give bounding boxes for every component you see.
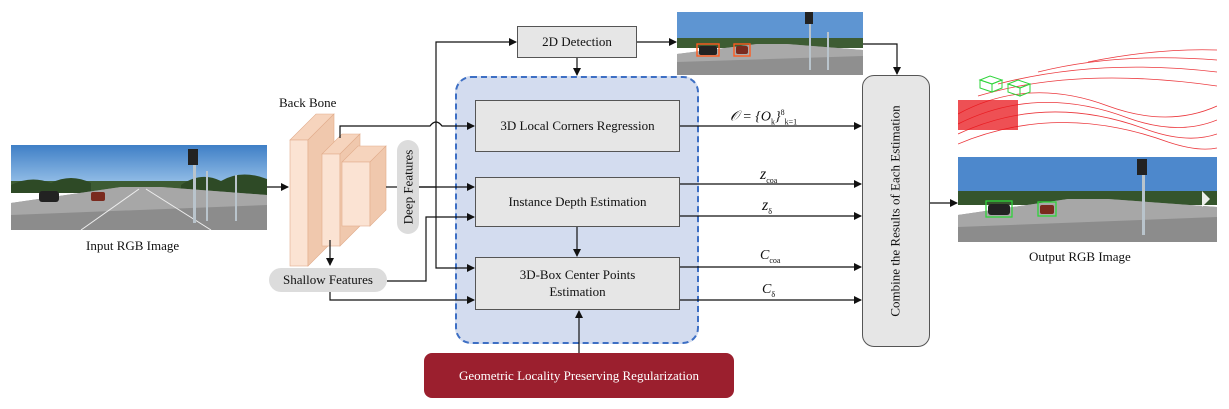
c-coa-label: Ccoa xyxy=(760,248,781,265)
backbone-label: Back Bone xyxy=(279,95,337,110)
backbone-layers xyxy=(289,113,387,267)
center-points-line1: 3D-Box Center Points xyxy=(519,267,636,283)
center-points-box: 3D-Box Center Points Estimation xyxy=(475,257,680,310)
arrow-deep-to-corners xyxy=(339,121,475,138)
shallow-features-pill: Shallow Features xyxy=(269,268,387,292)
detection-road-scene xyxy=(677,12,863,75)
output-image-label: Output RGB Image xyxy=(1029,249,1131,264)
input-image-label: Input RGB Image xyxy=(86,238,180,253)
z-coa-label: zcoa xyxy=(760,166,778,185)
input-road-scene xyxy=(11,145,267,230)
arrow-image-to-combine xyxy=(863,43,901,75)
lidar-pointcloud xyxy=(958,36,1217,154)
deep-features-pill: Deep Features xyxy=(397,140,419,234)
z-delta-label: zδ xyxy=(762,197,773,216)
input-image xyxy=(11,145,267,230)
corners-output-label: 𝒪 = {Ok}8k=1 xyxy=(730,108,798,127)
arrow-deep-to-center xyxy=(435,187,475,272)
detection-image xyxy=(677,12,863,75)
c-delta-label: Cδ xyxy=(762,282,776,299)
detection-2d-box: 2D Detection xyxy=(517,26,637,58)
output-road-scene xyxy=(958,157,1217,242)
output-image xyxy=(958,157,1217,242)
instance-depth-box: Instance Depth Estimation xyxy=(475,177,680,227)
arrow-shallow-to-depth xyxy=(387,213,475,282)
local-corners-box: 3D Local Corners Regression xyxy=(475,100,680,152)
backbone-layer-3 xyxy=(341,145,387,227)
shallow-features-label: Shallow Features xyxy=(283,272,373,287)
lidar-points xyxy=(958,49,1217,150)
regularization-label: Geometric Locality Preserving Regulariza… xyxy=(458,367,700,383)
combine-box: Combine the Results of Each Estimation xyxy=(862,75,930,347)
center-points-line2: Estimation xyxy=(549,283,606,299)
arrow-deep-to-2d-detection xyxy=(419,38,517,188)
arrow-shallow-to-center xyxy=(329,292,475,304)
regularization-box: Geometric Locality Preserving Regulariza… xyxy=(424,353,734,398)
